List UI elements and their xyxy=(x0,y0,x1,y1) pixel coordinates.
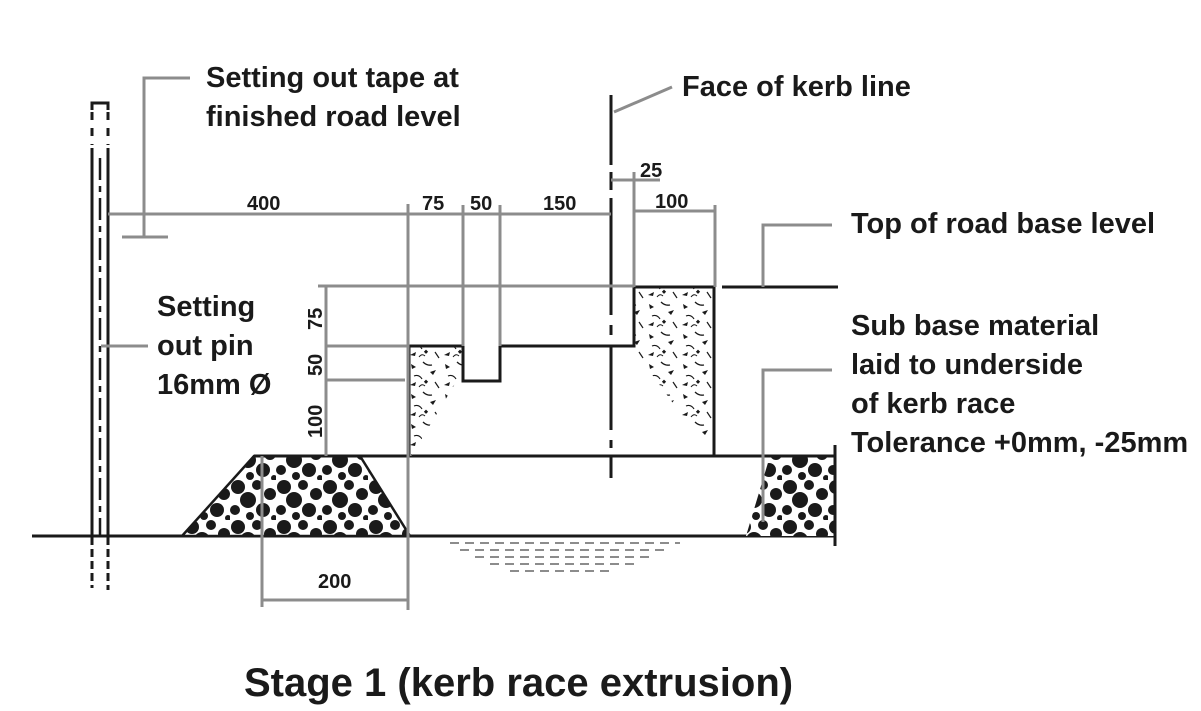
dimension-25: 25 xyxy=(640,160,662,182)
setting-out-tape-label-line2: finished road level xyxy=(206,101,461,133)
dimension-150: 150 xyxy=(543,193,576,215)
sub-base-label-line4: Tolerance +0mm, -25mm xyxy=(851,427,1188,459)
kerb-race-concrete-texture-left xyxy=(409,346,462,456)
dimension-vertical-75: 75 xyxy=(305,308,327,330)
setting-out-tape-label-line1: Setting out tape at xyxy=(206,62,459,94)
kerb-race-concrete-texture-right xyxy=(634,287,714,440)
leader-lines xyxy=(101,76,832,522)
dimension-400: 400 xyxy=(247,193,280,215)
setting-out-pin-label-line3: 16mm Ø xyxy=(157,369,271,401)
sub-base-label-line3: of kerb race xyxy=(851,388,1015,420)
sub-base-aggregate-left xyxy=(179,454,413,538)
dimension-100: 100 xyxy=(655,191,688,213)
sub-base-label-line2: laid to underside xyxy=(851,349,1083,381)
setting-out-pin-label-line2: out pin xyxy=(157,330,254,362)
dimension-50: 50 xyxy=(470,193,492,215)
sub-base-aggregate-right xyxy=(746,456,835,536)
sub-base-label-line1: Sub base material xyxy=(851,310,1099,342)
setting-out-pin-label-line1: Setting xyxy=(157,291,255,323)
soft-ground-hatch xyxy=(450,542,680,572)
dimension-200: 200 xyxy=(318,571,351,593)
face-of-kerb-line-label: Face of kerb line xyxy=(682,71,911,103)
kerb-race-outline xyxy=(407,285,716,456)
dimension-lines xyxy=(108,172,717,610)
dimension-75: 75 xyxy=(422,193,444,215)
dimension-vertical-100: 100 xyxy=(305,405,327,438)
diagram-title: Stage 1 (kerb race extrusion) xyxy=(244,661,793,705)
top-of-road-base-label: Top of road base level xyxy=(851,208,1155,240)
dimension-vertical-50: 50 xyxy=(305,354,327,376)
